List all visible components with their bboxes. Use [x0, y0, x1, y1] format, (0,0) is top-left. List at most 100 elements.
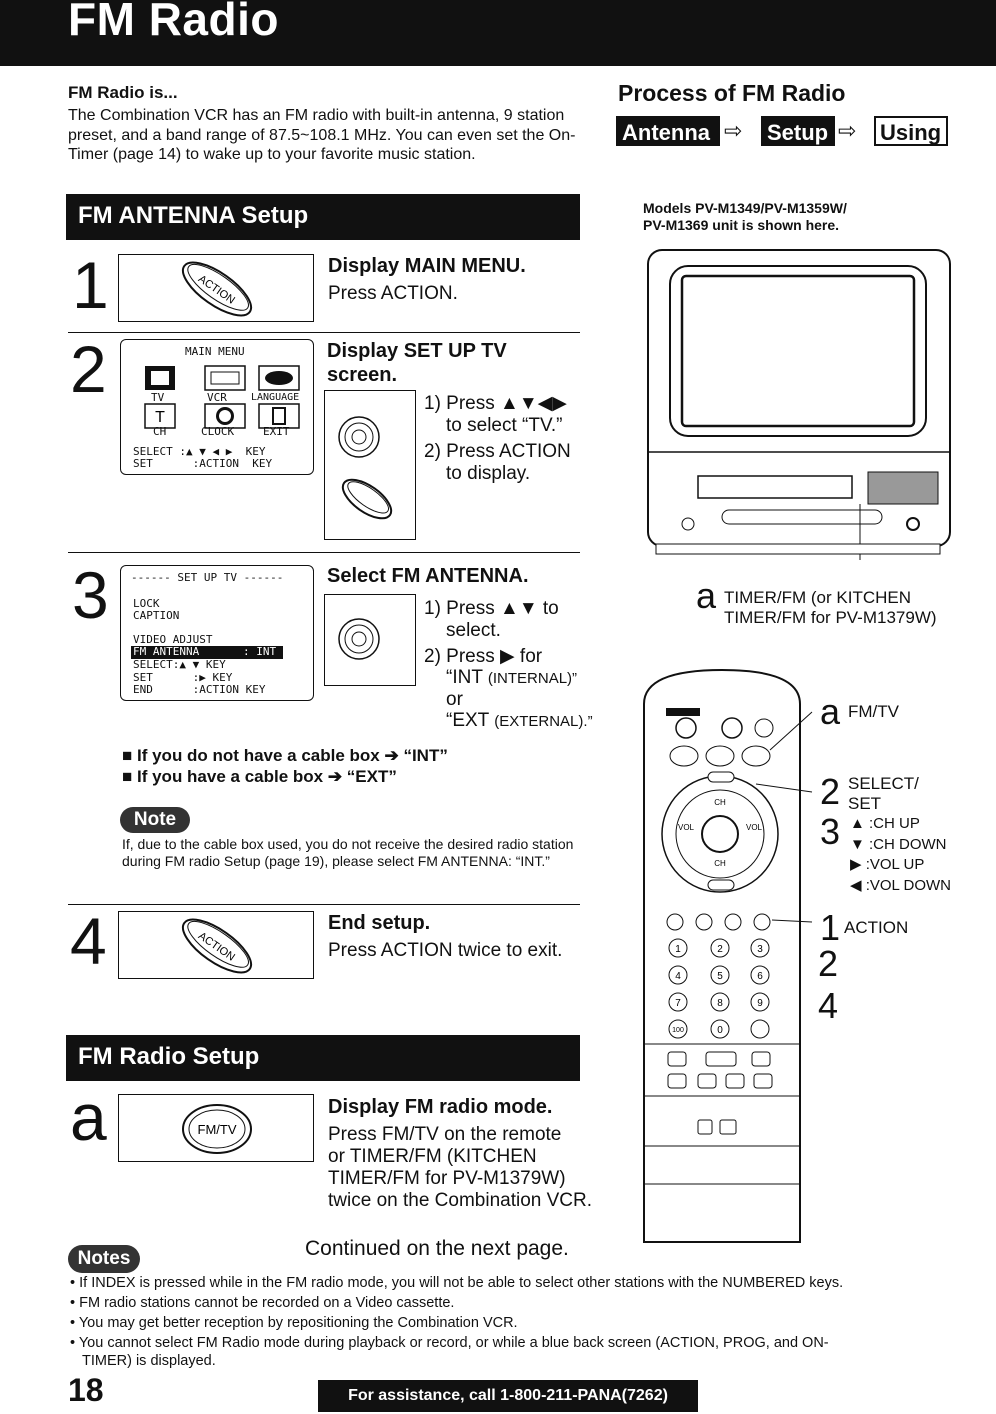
fmtv-button	[669, 745, 699, 767]
action-button-icon: ACTION	[181, 261, 253, 317]
fmtv-callout-letter: a	[820, 691, 841, 732]
setup-lock: LOCK	[133, 597, 160, 610]
continued-text: Continued on the next page.	[305, 1237, 569, 1260]
step-2-heading: Display SET UP TV screen.	[327, 340, 507, 386]
slow-button	[667, 1073, 687, 1089]
svg-text:2: 2	[717, 944, 723, 955]
remote-vol-right-label: VOL	[746, 823, 763, 832]
note-text: If, due to the cable box used, you do no…	[122, 836, 574, 869]
pause-button	[697, 1073, 717, 1089]
step-4-text: Press ACTION twice to exit.	[328, 940, 563, 961]
step-a-line-4: twice on the Combination VCR.	[328, 1190, 593, 1211]
setup-fm-antenna: FM ANTENNA	[133, 645, 200, 658]
joystick-icon	[338, 618, 380, 660]
notes-list: • If INDEX is pressed while in the FM ra…	[70, 1274, 950, 1370]
antenna-section-title: FM ANTENNA Setup	[78, 202, 309, 229]
menu-select-hint: SELECT :▲ ▼ ◀ ▶ KEY	[133, 445, 266, 458]
step-1-text: Press ACTION.	[328, 283, 458, 304]
step-2-sub2b: to display.	[446, 463, 531, 484]
step-a-heading: Display FM radio mode.	[328, 1096, 553, 1118]
notes-item-2: • FM radio stations cannot be recorded o…	[70, 1295, 455, 1311]
cable-bullets: ■ If you do not have a cable box ➔ “INT”…	[122, 745, 448, 787]
step-3-sub1a: 1) Press ▲▼ to	[424, 598, 559, 619]
step-3-sub2a: 2) Press ▶ for	[424, 646, 543, 667]
models-line-1: Models PV-M1349/PV-M1359W/	[643, 200, 847, 216]
step-a-line-1: Press FM/TV on the remote	[328, 1124, 562, 1145]
setup-select-hint: SELECT:▲ ▼ KEY	[133, 658, 226, 671]
tv-vcr-illustration	[647, 249, 951, 560]
page-title: FM Radio	[68, 0, 279, 45]
cable-bullet-ext: ■ If you have a cable box ➔ “EXT”	[122, 767, 397, 786]
step-3-ext-label: “EXT	[446, 710, 489, 731]
tv-callout-line-2: TIMER/FM for PV-M1379W)	[724, 608, 937, 627]
menu-icons: T	[144, 365, 300, 429]
power-button	[666, 708, 700, 716]
step-3-int-small: (INTERNAL)”	[487, 670, 578, 687]
setup-fm-antenna-highlight: FM ANTENNA : INT	[131, 646, 283, 659]
ff-button	[751, 1051, 771, 1067]
ch-callout-number: 3	[820, 811, 841, 852]
notes-item-1: • If INDEX is pressed while in the FM ra…	[70, 1275, 844, 1291]
vol-up-label: ▶ :VOL UP	[850, 856, 925, 873]
fmtv-button-label: FM/TV	[198, 1122, 237, 1137]
svg-text:5: 5	[717, 971, 723, 982]
process-step-antenna: Antenna	[616, 116, 720, 146]
ch-down-label: ▼ :CH DOWN	[850, 835, 947, 853]
action-button-icon: ACTION	[181, 918, 253, 974]
page-number: 18	[68, 1372, 104, 1408]
step-2-callout-number: 2	[818, 943, 839, 984]
counter-reset-button	[719, 1119, 737, 1135]
tv-callout-line-1: TIMER/FM (or KITCHEN	[724, 588, 911, 607]
step-3-illustration	[324, 594, 416, 686]
remote-vol-left-label: VOL	[678, 823, 695, 832]
step-4-number: 4	[70, 904, 107, 978]
setup-video-adjust: VIDEO ADJUST	[133, 633, 213, 646]
step-4-callout-number: 4	[818, 985, 839, 1026]
process-step-using: Using	[874, 116, 948, 146]
select-button	[707, 771, 735, 783]
menu-set-hint: SET :ACTION KEY	[133, 457, 273, 470]
notes-badge: Notes	[68, 1245, 140, 1273]
step-2-sub1a: 1) Press ▲▼◀▶	[424, 393, 567, 414]
step-1-number: 1	[72, 248, 109, 322]
step-4-heading: End setup.	[328, 912, 431, 934]
remote-control-illustration: CH CH VOL VOL 1 2 3 4 5 6 7 8 9 100 0	[643, 668, 801, 1243]
radio-section-bar: FM Radio Setup	[66, 1035, 580, 1081]
note-badge: Note	[120, 807, 190, 833]
svg-text:9: 9	[757, 998, 763, 1009]
step-3-or: or	[446, 689, 463, 710]
ontimer-button	[741, 745, 771, 767]
step-3-ext-small: (EXTERNAL).”	[494, 713, 593, 730]
svg-text:3: 3	[757, 944, 763, 955]
rewind-button	[667, 1051, 687, 1067]
svg-text:1: 1	[675, 944, 681, 955]
step-1-heading: Display MAIN MENU.	[328, 255, 526, 277]
rec-button	[697, 1119, 713, 1135]
remote-ch-down-label: CH	[714, 859, 726, 868]
step-2-sub2a: 2) Press ACTION	[424, 441, 571, 462]
svg-text:T: T	[155, 409, 165, 426]
process-title: Process of FM Radio	[618, 80, 846, 106]
step-a-letter: a	[70, 1080, 107, 1154]
page-header: FM Radio	[0, 0, 996, 66]
setup-tv-title: ------ SET UP TV ------	[131, 571, 284, 584]
divider	[68, 332, 580, 333]
main-menu-title: MAIN MENU	[185, 345, 245, 358]
process-arrow-1: ⇨	[724, 118, 743, 143]
notes-item-4: • You cannot select FM Radio mode during…	[70, 1335, 829, 1351]
vol-down-label: ◀ :VOL DOWN	[850, 876, 951, 894]
ch-menu-icon	[144, 403, 176, 429]
antenna-section-bar: FM ANTENNA Setup	[66, 194, 580, 240]
action-callout-label: ACTION	[844, 918, 909, 937]
select-callout-line-1: SELECT/	[848, 774, 919, 793]
tv-callout-letter: a	[696, 575, 717, 616]
stop-button	[725, 1073, 745, 1089]
setup-set-hint: SET :▶ KEY	[133, 671, 233, 684]
step-3-ext: “EXT (EXTERNAL).”	[446, 709, 593, 733]
step-1-illustration: ACTION	[118, 254, 314, 322]
step-3-heading: Select FM ANTENNA.	[327, 565, 529, 587]
step-3-int-label: “INT	[446, 667, 483, 688]
svg-text:7: 7	[675, 998, 681, 1009]
menu-label-language: LANGUAGE	[251, 392, 300, 403]
sleep-button	[705, 745, 735, 767]
